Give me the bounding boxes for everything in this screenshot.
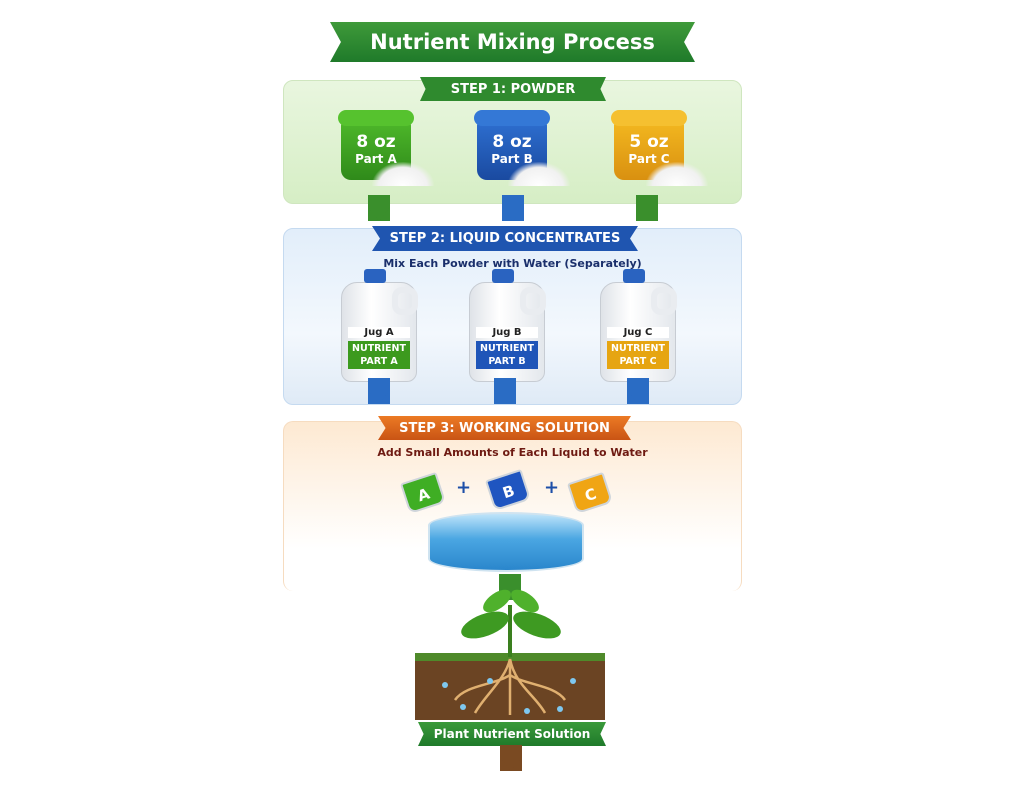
step3-banner: STEP 3: WORKING SOLUTION (378, 416, 631, 440)
arrow-down-icon (627, 378, 649, 404)
title-banner: Nutrient Mixing Process (330, 22, 695, 62)
arrow-down-icon (368, 195, 390, 221)
step3-label: STEP 3: WORKING SOLUTION (399, 420, 610, 436)
jug-name: Jug B (476, 327, 538, 338)
arrow-down-icon (502, 195, 524, 221)
leaf-icon (513, 611, 561, 639)
roots (453, 658, 567, 715)
plus-icon: + (456, 477, 472, 498)
amount: 5 oz (629, 132, 669, 152)
line1: NUTRIENT (611, 343, 665, 354)
line1: NUTRIENT (352, 343, 406, 354)
part: Part C (628, 152, 670, 166)
jug-b: Jug B NUTRIENT PART B (469, 269, 546, 382)
powder-pile-icon (646, 162, 708, 186)
arrow-down-icon (494, 378, 516, 404)
line2: PART B (488, 356, 526, 367)
part: Part A (355, 152, 397, 166)
leaf-icon (483, 589, 511, 613)
plus-icon: + (544, 477, 560, 498)
jug-label: NUTRIENT PART C (607, 341, 669, 369)
step2-banner: STEP 2: LIQUID CONCENTRATES (372, 226, 638, 251)
step3-subtitle: Add Small Amounts of Each Liquid to Wate… (377, 446, 648, 459)
step2-subtitle: Mix Each Powder with Water (Separately) (383, 257, 642, 270)
step1-label: STEP 1: POWDER (450, 81, 576, 97)
jug-c: Jug C NUTRIENT PART C (600, 269, 677, 382)
jug-name: Jug C (607, 327, 669, 338)
footer-banner: Plant Nutrient Solution (418, 722, 606, 746)
leaf-icon (511, 589, 539, 613)
line2: PART A (360, 356, 398, 367)
amount: 8 oz (356, 132, 396, 152)
amount: 8 oz (492, 132, 532, 152)
plant-illustration (415, 589, 605, 720)
powder-pile-icon (372, 162, 434, 186)
step2-label: STEP 2: LIQUID CONCENTRATES (389, 231, 621, 246)
jug-label: NUTRIENT PART A (348, 341, 410, 369)
arrow-down-icon (500, 745, 522, 771)
jug-a: Jug A NUTRIENT PART A (341, 269, 418, 382)
step1-banner: STEP 1: POWDER (420, 77, 606, 101)
water-drops (442, 678, 576, 714)
powder-pile-icon (508, 162, 570, 186)
jug-name: Jug A (348, 327, 410, 338)
line1: NUTRIENT (480, 343, 534, 354)
line2: PART C (619, 356, 657, 367)
jug-label: NUTRIENT PART B (476, 341, 538, 369)
page-title: Nutrient Mixing Process (370, 30, 655, 54)
footer-label: Plant Nutrient Solution (433, 727, 591, 741)
part: Part B (491, 152, 533, 166)
water-basin (428, 512, 584, 572)
leaf-icon (461, 611, 509, 639)
arrow-down-icon (636, 195, 658, 221)
arrow-down-icon (368, 378, 390, 404)
